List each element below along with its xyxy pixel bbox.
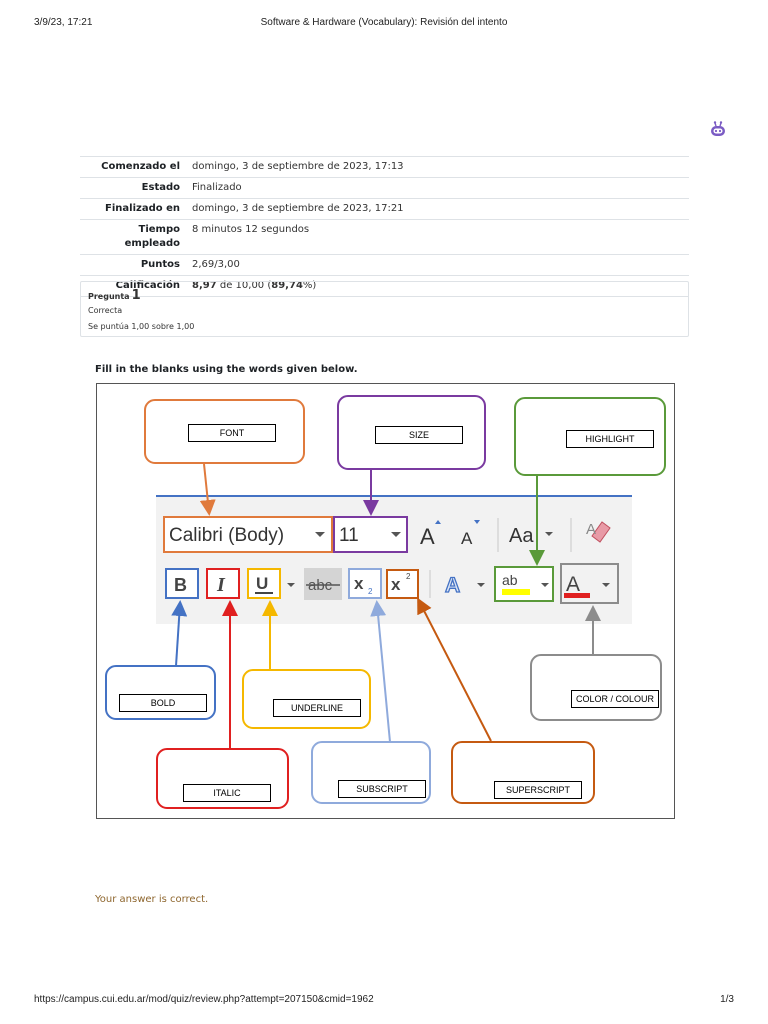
highlight-dropdown-arrow	[541, 583, 549, 587]
font-color-letter: A	[566, 573, 580, 596]
arrow-subscript	[370, 600, 391, 743]
summary-value: domingo, 3 de septiembre de 2023, 17:13	[192, 161, 404, 172]
question-num: 1	[131, 288, 141, 303]
grow-font-text: A	[420, 524, 435, 549]
summary-row-state: Estado Finalizado	[80, 177, 689, 199]
summary-value: 2,69/3,00	[192, 259, 240, 270]
svg-text:A: A	[586, 521, 596, 538]
clear-formatting-icon: A	[586, 521, 611, 543]
summary-row-started: Comenzado el domingo, 3 de septiembre de…	[80, 156, 689, 178]
grade-text-end: %)	[302, 280, 317, 291]
attempt-summary-table: Comenzado el domingo, 3 de septiembre de…	[80, 156, 689, 297]
font-size-text: 11	[339, 525, 359, 546]
grade-text: de 10,00 (	[216, 280, 272, 291]
subscript-letter: x	[354, 574, 364, 593]
font-name-text: Calibri (Body)	[169, 525, 284, 546]
shrink-font-text: A	[461, 529, 473, 548]
change-case-text: Aa	[509, 525, 534, 547]
question-text: Fill in the blanks using the words given…	[95, 364, 358, 375]
font-name-box	[163, 516, 333, 553]
ribbon-background	[156, 496, 632, 624]
highlight-letters: ab	[502, 572, 518, 588]
summary-row-points: Puntos 2,69/3,00	[80, 254, 689, 276]
question-state: Correcta	[88, 306, 123, 315]
bold-button	[165, 568, 199, 599]
summary-value: Finalizado	[192, 182, 242, 193]
arrow-superscript	[417, 597, 492, 742]
italic-button	[206, 568, 240, 599]
grade-score: 8,97	[192, 280, 217, 291]
word-toolbar-diagram: Calibri (Body) 11 A A Aa A B I U abc x 2…	[96, 383, 675, 819]
subscript-mark: 2	[368, 587, 373, 596]
subscript-button	[348, 568, 382, 599]
effects-dropdown-arrow	[477, 583, 485, 587]
text-effects-letter: A	[445, 574, 460, 597]
summary-label: Tiempo empleado	[124, 224, 180, 249]
highlight-swatch	[502, 589, 530, 595]
case-dropdown-arrow	[545, 532, 553, 536]
summary-value: 8,97 de 10,00 (89,74%)	[188, 276, 689, 297]
grow-font-caret	[435, 520, 441, 524]
font-color-dropdown-arrow	[602, 583, 610, 587]
assistant-bot-icon[interactable]	[709, 120, 727, 138]
callout-color	[530, 654, 662, 721]
answer-highlight: HIGHLIGHT	[566, 430, 654, 448]
summary-row-finished: Finalizado en domingo, 3 de septiembre d…	[80, 198, 689, 220]
shrink-font-caret	[474, 520, 480, 524]
print-page-number: 1/3	[720, 994, 734, 1005]
italic-letter: I	[216, 574, 226, 596]
summary-value: domingo, 3 de septiembre de 2023, 17:21	[192, 203, 404, 214]
answer-font: FONT	[188, 424, 276, 442]
summary-label: Estado	[141, 182, 180, 193]
summary-label: Puntos	[140, 259, 180, 270]
summary-label: Finalizado en	[105, 203, 180, 214]
print-title: Software & Hardware (Vocabulary): Revisi…	[260, 17, 508, 28]
superscript-letter: x	[391, 575, 401, 594]
print-date: 3/9/23, 17:21	[34, 17, 93, 28]
answer-underline: UNDERLINE	[273, 699, 361, 717]
answer-bold: BOLD	[119, 694, 207, 712]
arrow-font	[199, 463, 216, 516]
superscript-mark: 2	[406, 572, 411, 581]
answer-subscript: SUBSCRIPT	[338, 780, 426, 798]
superscript-button	[386, 569, 419, 599]
diagram-svg: Calibri (Body) 11 A A Aa A B I U abc x 2…	[105, 395, 666, 809]
answer-color: COLOR / COLOUR	[571, 690, 659, 708]
answer-superscript: SUPERSCRIPT	[494, 781, 582, 799]
question-label: Pregunta	[88, 292, 130, 301]
answer-italic: ITALIC	[183, 784, 271, 802]
strikethrough-button	[304, 568, 342, 600]
question-grade: Se puntúa 1,00 sobre 1,00	[88, 322, 195, 331]
summary-row-time: Tiempo empleado 8 minutos 12 segundos	[80, 219, 689, 255]
answer-feedback: Your answer is correct.	[95, 894, 209, 905]
underline-letter: U	[256, 574, 268, 593]
bold-letter: B	[174, 575, 187, 595]
summary-row-grade: Calificación 8,97 de 10,00 (89,74%)	[80, 275, 689, 297]
underline-dropdown-arrow	[287, 583, 295, 587]
summary-label: Calificación	[115, 280, 180, 291]
font-color-swatch	[564, 593, 590, 598]
answer-size: SIZE	[375, 426, 463, 444]
arrow-bold	[171, 600, 188, 667]
print-url: https://campus.cui.edu.ar/mod/quiz/revie…	[34, 994, 374, 1005]
summary-label: Comenzado el	[101, 161, 180, 172]
font-dropdown-arrow	[315, 532, 325, 537]
summary-value: 8 minutos 12 segundos	[192, 224, 310, 235]
size-dropdown-arrow	[391, 532, 401, 537]
grade-percent: 89,74	[271, 280, 303, 291]
